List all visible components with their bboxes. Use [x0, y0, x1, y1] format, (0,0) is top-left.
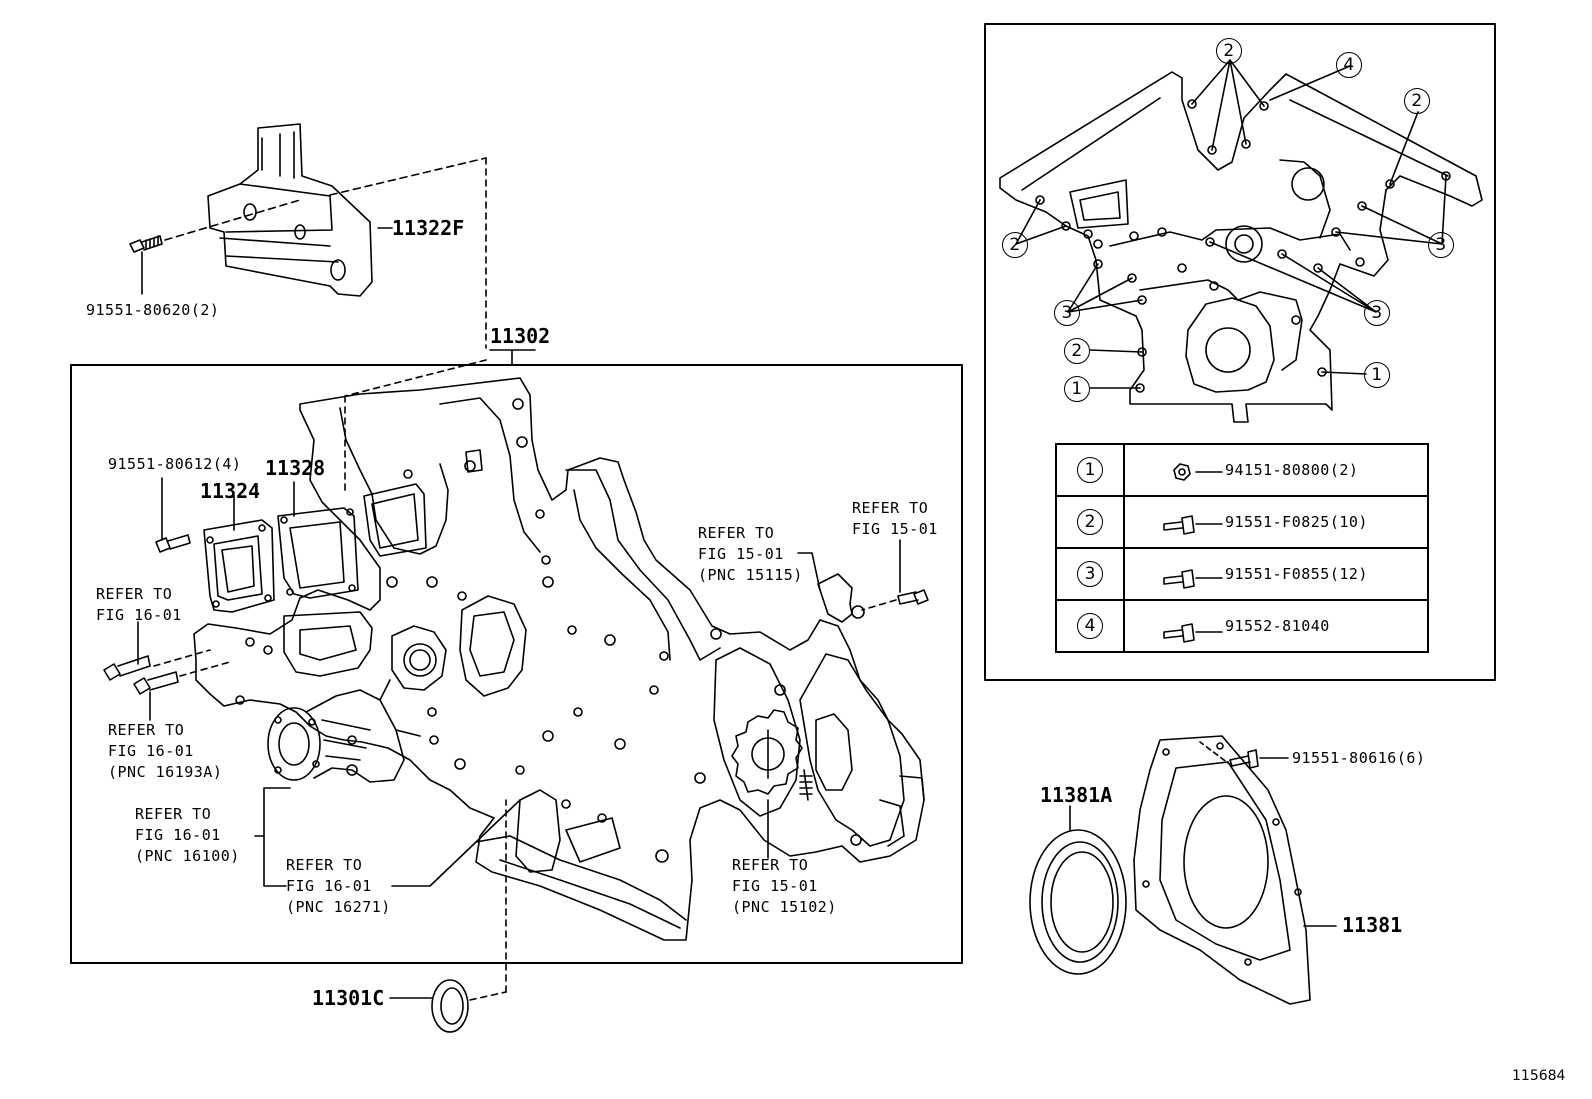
- label-11381a: 11381A: [1040, 783, 1113, 807]
- label-91551-80612: 91551-80612(4): [108, 455, 242, 473]
- label-91551-80616: 91551-80616(6): [1292, 749, 1426, 767]
- label-fig-16-01: FIG 16-01: [286, 877, 372, 895]
- cover-plate-11324-drawing: [203, 519, 275, 613]
- label-fig-15-01: FIG 15-01: [698, 545, 784, 563]
- bolt-91551-80612: [155, 534, 191, 553]
- inset-leader-lines: [1015, 59, 1447, 389]
- inset-callout: 2: [1404, 88, 1430, 114]
- legend-number: 2: [1077, 509, 1103, 535]
- label-fig-15-01: FIG 15-01: [852, 520, 938, 538]
- legend-number: 1: [1077, 457, 1103, 483]
- label-pnc-15102: (PNC 15102): [732, 898, 837, 916]
- label-91551-80620: 91551-80620(2): [86, 301, 220, 319]
- bracket-11322f-drawing: [207, 123, 373, 297]
- inset-callout: 3: [1428, 232, 1454, 258]
- seal-11301c-drawing: [431, 979, 469, 1033]
- legend-part-number: 91551-F0855(12): [1225, 565, 1368, 583]
- legend-row: 4 91552-81040: [1055, 599, 1429, 653]
- label-refer-to: REFER TO: [96, 585, 173, 603]
- label-11381: 11381: [1342, 913, 1403, 937]
- bolt-91551-80616: [1229, 749, 1259, 769]
- bolt-refer-15-01: [897, 589, 929, 605]
- label-11328: 11328: [265, 456, 326, 480]
- figure-id: 115684: [1512, 1068, 1566, 1084]
- bolt-legend-table: 1 94151-80800(2) 2 91551-F0825(10) 3 915…: [1055, 443, 1429, 653]
- label-refer-to: REFER TO: [286, 856, 363, 874]
- inset-callout: 4: [1336, 52, 1362, 78]
- label-pnc-16193a: (PNC 16193A): [108, 763, 223, 781]
- water-pump-drawing: [267, 679, 421, 783]
- bolt-91551-80620: [129, 235, 163, 253]
- label-refer-to: REFER TO: [108, 721, 185, 739]
- inset-callout: 3: [1054, 300, 1080, 326]
- legend-part-number: 94151-80800(2): [1225, 461, 1359, 479]
- inset-cover-outline: [999, 71, 1483, 423]
- label-fig-16-01: FIG 16-01: [135, 826, 221, 844]
- label-refer-to: REFER TO: [852, 499, 929, 517]
- inset-callout: 3: [1364, 300, 1390, 326]
- label-pnc-15115: (PNC 15115): [698, 566, 803, 584]
- label-fig-15-01: FIG 15-01: [732, 877, 818, 895]
- gasket-11328-drawing: [277, 507, 359, 599]
- legend-part-number: 91551-F0825(10): [1225, 513, 1368, 531]
- label-11302: 11302: [490, 324, 551, 348]
- label-11322f: 11322F: [392, 216, 465, 240]
- label-refer-to: REFER TO: [732, 856, 809, 874]
- bolts-refer-16-01: [103, 655, 179, 695]
- label-refer-to: REFER TO: [698, 524, 775, 542]
- label-fig-16-01: FIG 16-01: [96, 606, 182, 624]
- legend-number: 3: [1077, 561, 1103, 587]
- seal-11381a-drawing: [1029, 829, 1127, 975]
- timing-cover-11302-drawing: [193, 377, 925, 941]
- legend-part-number: 91552-81040: [1225, 617, 1330, 635]
- retainer-11381-drawing: [1133, 735, 1311, 1005]
- label-pnc-16271: (PNC 16271): [286, 898, 391, 916]
- legend-number: 4: [1077, 613, 1103, 639]
- label-pnc-16100: (PNC 16100): [135, 847, 240, 865]
- inset-callout: 2: [1064, 338, 1090, 364]
- label-refer-to: REFER TO: [135, 805, 212, 823]
- inset-callout: 2: [1216, 38, 1242, 64]
- inset-callout: 1: [1064, 376, 1090, 402]
- legend-row: 1 94151-80800(2): [1055, 443, 1429, 497]
- label-11324: 11324: [200, 479, 261, 503]
- inset-callout: 2: [1002, 232, 1028, 258]
- legend-row: 2 91551-F0825(10): [1055, 495, 1429, 549]
- label-fig-16-01: FIG 16-01: [108, 742, 194, 760]
- legend-row: 3 91551-F0855(12): [1055, 547, 1429, 601]
- inset-callout: 1: [1364, 362, 1390, 388]
- label-11301c: 11301C: [312, 986, 385, 1010]
